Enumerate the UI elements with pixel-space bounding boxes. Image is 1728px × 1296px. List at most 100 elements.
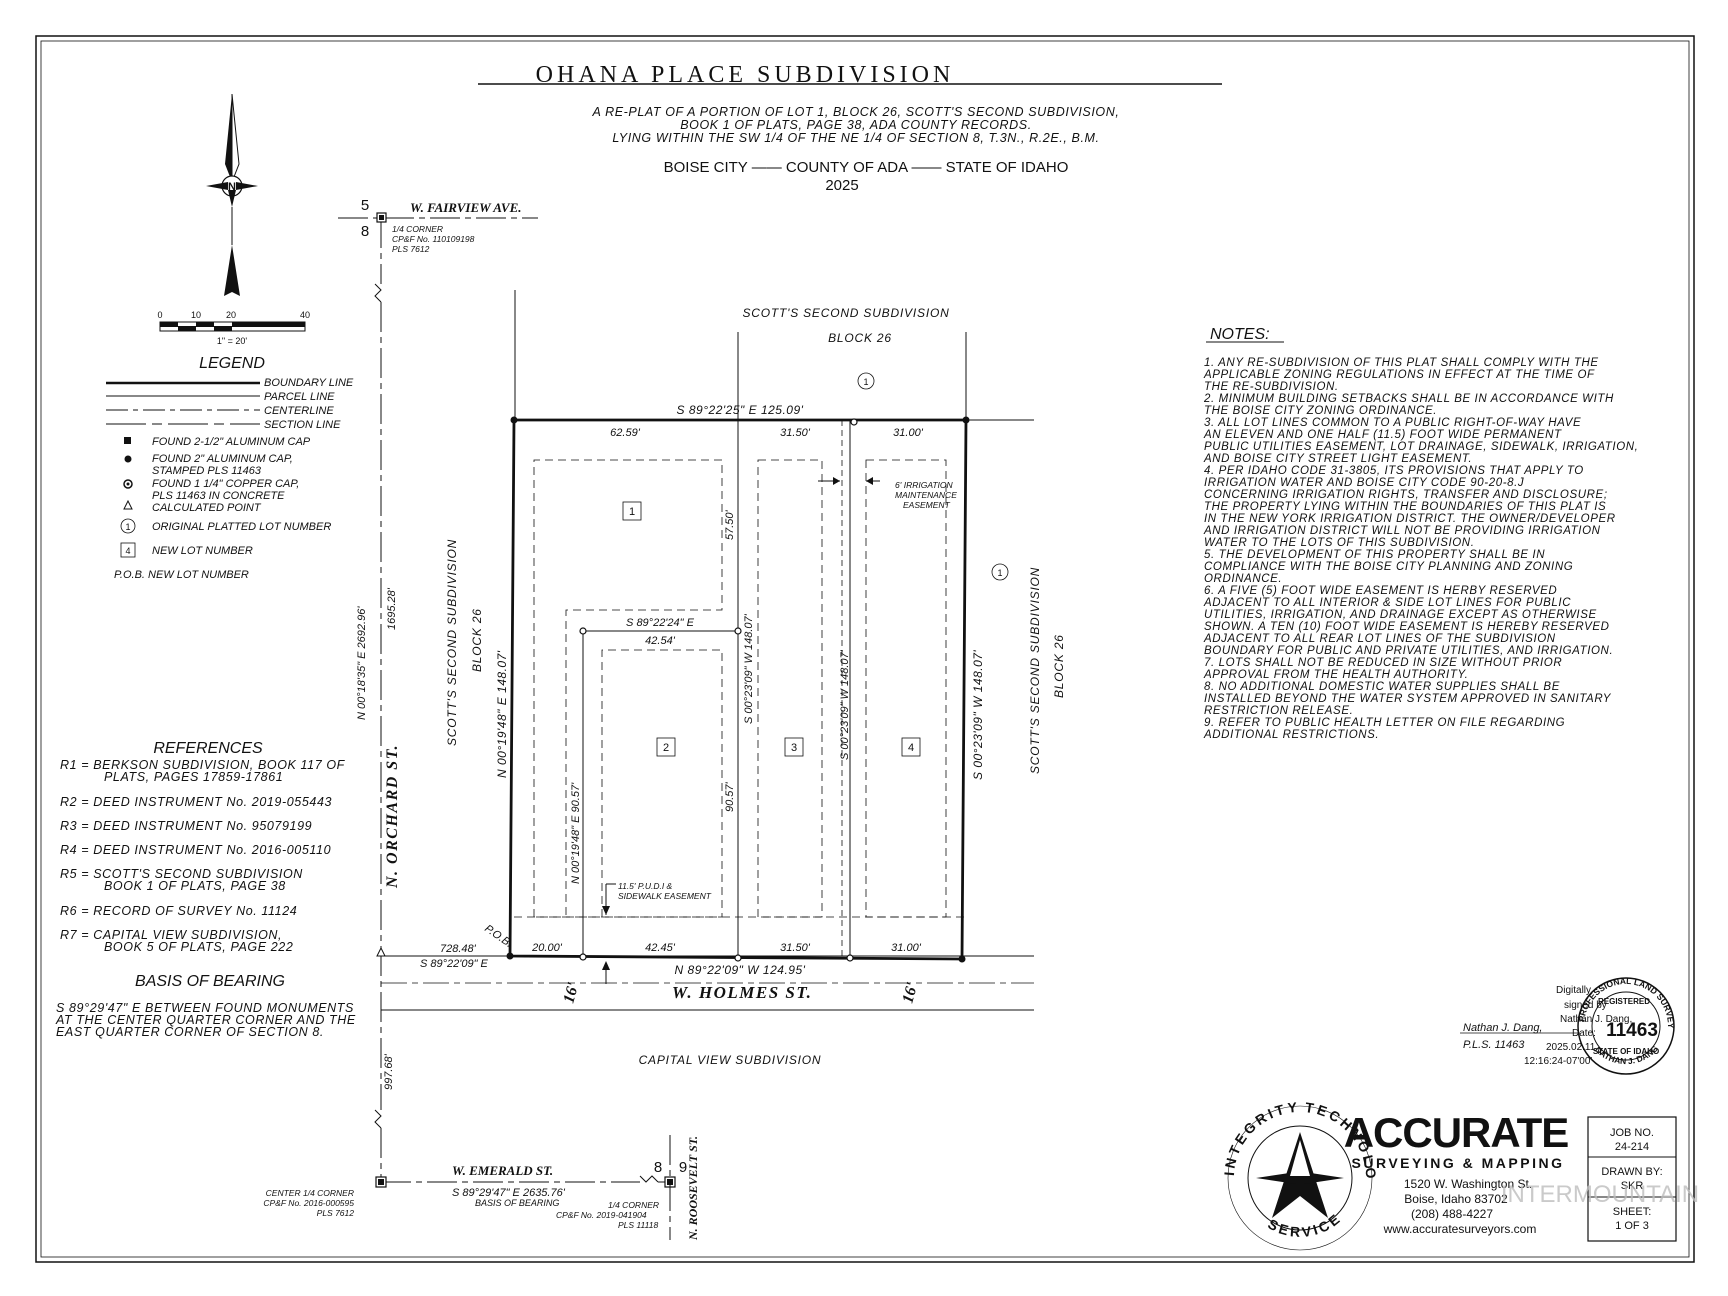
basis-of-bearing: BASIS OF BEARING S 89°29'47" E BETWEEN F… bbox=[55, 973, 356, 1039]
svg-text:P.L.S. 11463: P.L.S. 11463 bbox=[1463, 1039, 1525, 1051]
svg-text:1. ANY RE-SUBDIVISION OF THIS: 1. ANY RE-SUBDIVISION OF THIS PLAT SHALL… bbox=[1204, 357, 1599, 369]
top-seg-3: 31.00' bbox=[893, 427, 924, 439]
svg-text:IN THE NEW YORK IRRIGATION DIS: IN THE NEW YORK IRRIGATION DISTRICT. THE… bbox=[1204, 513, 1616, 525]
top-seg-2: 31.50' bbox=[780, 427, 811, 439]
title-block: JOB NO. 24-214 DRAWN BY: SKR SHEET: 1 OF… bbox=[1587, 1116, 1677, 1242]
neighbor-west: SCOTT'S SECOND SUBDIVISION bbox=[445, 539, 459, 746]
svg-text:R5 = SCOTT'S SECOND SUBDIVISIO: R5 = SCOTT'S SECOND SUBDIVISION bbox=[60, 867, 303, 881]
svg-text:1 OF 3: 1 OF 3 bbox=[1615, 1220, 1649, 1232]
svg-text:2: 2 bbox=[663, 742, 669, 754]
bottom-seg-3: 31.50' bbox=[780, 942, 811, 954]
section-8-se: 8 bbox=[654, 1159, 662, 1176]
svg-text:7. LOTS SHALL NOT BE REDUCED I: 7. LOTS SHALL NOT BE REDUCED IN SIZE WIT… bbox=[1204, 657, 1562, 669]
references: REFERENCES R1 = BERKSON SUBDIVISION, BOO… bbox=[60, 740, 345, 954]
inner-border bbox=[40, 40, 1690, 1258]
subtitle-line-3: LYING WITHIN THE SW 1/4 OF THE NE 1/4 OF… bbox=[612, 131, 1099, 145]
svg-text:THE PROPERTY LYING WITHIN THE: THE PROPERTY LYING WITHIN THE BOUNDARIES… bbox=[1204, 501, 1606, 513]
south-line-label: N 89°22'09" W 124.95' bbox=[675, 963, 806, 977]
calculated-point-icon bbox=[376, 946, 386, 957]
svg-text:AN ELEVEN AND ONE HALF (11.5): AN ELEVEN AND ONE HALF (11.5) FOOT WIDE … bbox=[1203, 429, 1562, 441]
svg-text:ADJACENT TO ALL REAR LOT LINES: ADJACENT TO ALL REAR LOT LINES OF THE SU… bbox=[1203, 633, 1556, 645]
svg-text:ADJACENT TO ALL INTERIOR & SID: ADJACENT TO ALL INTERIOR & SIDE LOT LINE… bbox=[1203, 597, 1571, 609]
svg-text:AND IRRIGATION DISTRICT WILL N: AND IRRIGATION DISTRICT WILL NOT BE PROV… bbox=[1203, 525, 1601, 537]
subtitle-line-1: A RE-PLAT OF A PORTION OF LOT 1, BLOCK 2… bbox=[592, 105, 1120, 119]
svg-text:11463: 11463 bbox=[1606, 1020, 1658, 1041]
svg-text:ORDINANCE.: ORDINANCE. bbox=[1204, 573, 1282, 585]
svg-text:8. NO ADDITIONAL DOMESTIC WATE: 8. NO ADDITIONAL DOMESTIC WATER SUPPLIES… bbox=[1204, 681, 1560, 693]
svg-text:20: 20 bbox=[226, 310, 236, 320]
svg-text:AND BOISE CITY STREET LIGHT EA: AND BOISE CITY STREET LIGHT EASEMENT. bbox=[1203, 453, 1472, 465]
svg-text:4: 4 bbox=[908, 742, 914, 754]
fairview-corner: 5 8 1/4 CORNER CP&F No. 110109198 PLS 76… bbox=[338, 197, 538, 254]
east-corner-line2: CP&F No. 2019-041904 bbox=[556, 1210, 647, 1220]
svg-text:10: 10 bbox=[191, 310, 201, 320]
new-lot-2: 2 bbox=[656, 737, 676, 757]
svg-text:FOUND 1 1/4" COPPER CAP,: FOUND 1 1/4" COPPER CAP, bbox=[152, 478, 299, 490]
svg-text:EASEMENT: EASEMENT bbox=[903, 500, 951, 510]
svg-text:BOOK 5 OF PLATS, PAGE 222: BOOK 5 OF PLATS, PAGE 222 bbox=[104, 940, 293, 954]
lot-lines bbox=[582, 420, 851, 958]
orchard-distance-2: 997.68' bbox=[383, 1053, 395, 1090]
orchard-section-line bbox=[374, 218, 382, 1185]
svg-text:2025.02.11: 2025.02.11 bbox=[1546, 1042, 1596, 1053]
legend: LEGEND BOUNDARY LINE PARCEL LINE CENTERL… bbox=[106, 355, 354, 581]
svg-text:BOUNDARY FOR PUBLIC AND PRIVAT: BOUNDARY FOR PUBLIC AND PRIVATE UTILITIE… bbox=[1204, 645, 1613, 657]
neighbor-east-block: BLOCK 26 bbox=[1052, 634, 1066, 698]
svg-text:REGISTERED: REGISTERED bbox=[1598, 997, 1650, 1006]
neighbor-east: SCOTT'S SECOND SUBDIVISION bbox=[1028, 567, 1042, 774]
svg-text:STATE OF IDAHO: STATE OF IDAHO bbox=[1593, 1047, 1659, 1056]
center-corner-line3: PLS 7612 bbox=[317, 1208, 355, 1218]
new-lot-1: 1 bbox=[622, 501, 642, 521]
svg-text:RESTRICTION RELEASE.: RESTRICTION RELEASE. bbox=[1204, 705, 1353, 717]
svg-text:4. PER IDAHO CODE 31-3805, ITS: 4. PER IDAHO CODE 31-3805, ITS PROVISION… bbox=[1204, 465, 1584, 477]
svg-text:ORIGINAL PLATTED LOT NUMBER: ORIGINAL PLATTED LOT NUMBER bbox=[152, 521, 331, 533]
neighbor-lot-lines bbox=[514, 290, 1034, 957]
svg-text:CP&F No. 110109198: CP&F No. 110109198 bbox=[392, 234, 475, 244]
new-lot-3: 3 bbox=[784, 737, 804, 757]
west-line-label: N 00°19'48" E 148.07' bbox=[495, 650, 509, 778]
svg-text:IRRIGATION WATER AND BOISE CIT: IRRIGATION WATER AND BOISE CITY CODE 90-… bbox=[1204, 477, 1524, 489]
street-fairview: W. FAIRVIEW AVE. bbox=[410, 200, 522, 215]
svg-text:NOTES:: NOTES: bbox=[1210, 326, 1270, 343]
svg-text:SHEET:: SHEET: bbox=[1613, 1206, 1652, 1218]
svg-text:11.5' P.U.D.I &: 11.5' P.U.D.I & bbox=[618, 881, 673, 891]
svg-text:ADDITIONAL RESTRICTIONS.: ADDITIONAL RESTRICTIONS. bbox=[1203, 729, 1379, 741]
original-lot-number: 1 bbox=[863, 377, 868, 387]
watermark: INTERMOUNTAIN bbox=[1501, 1181, 1699, 1208]
svg-text:12:16:24-07'00': 12:16:24-07'00' bbox=[1524, 1056, 1592, 1067]
emerald-bearing: S 89°29'47" E 2635.76' bbox=[452, 1187, 566, 1199]
center-corner-line1: CENTER 1/4 CORNER bbox=[266, 1188, 354, 1198]
svg-text:P.O.B. NEW LOT NUMBER: P.O.B. NEW LOT NUMBER bbox=[114, 569, 249, 581]
svg-text:5: 5 bbox=[361, 197, 369, 214]
company-name: ACCURATE bbox=[1344, 1109, 1569, 1156]
svg-text:LEGEND: LEGEND bbox=[199, 355, 265, 372]
svg-text:FOUND 2-1/2" ALUMINUM CAP: FOUND 2-1/2" ALUMINUM CAP bbox=[152, 436, 311, 448]
street-roosevelt: N. ROOSEVELT ST. bbox=[686, 1136, 700, 1241]
original-lot-circle-east bbox=[991, 563, 1009, 581]
bottom-seg-1: 20.00' bbox=[531, 942, 563, 954]
svg-text:PLS 11463 IN CONCRETE: PLS 11463 IN CONCRETE bbox=[152, 490, 285, 502]
svg-text:S 89°29'47" E BETWEEN FOUND MO: S 89°29'47" E BETWEEN FOUND MONUMENTS bbox=[56, 1001, 354, 1015]
svg-text:SECTION LINE: SECTION LINE bbox=[264, 419, 341, 431]
svg-text:PARCEL LINE: PARCEL LINE bbox=[264, 391, 335, 403]
svg-text:3: 3 bbox=[791, 742, 797, 754]
svg-text:R6 = RECORD OF SURVEY No. 1112: R6 = RECORD OF SURVEY No. 11124 bbox=[60, 904, 297, 918]
svg-text:SHOWN. A TEN (10) FOOT WIDE EA: SHOWN. A TEN (10) FOOT WIDE EASEMENT IS … bbox=[1204, 621, 1610, 633]
svg-text:6' IRRIGATION: 6' IRRIGATION bbox=[895, 480, 954, 490]
svg-text:REFERENCES: REFERENCES bbox=[153, 740, 263, 757]
svg-text:9. REFER TO PUBLIC HEALTH LETT: 9. REFER TO PUBLIC HEALTH LETTER ON FILE… bbox=[1204, 717, 1565, 729]
outer-border bbox=[35, 35, 1695, 1263]
svg-text:Nathan J. Dang,: Nathan J. Dang, bbox=[1560, 1014, 1632, 1025]
svg-text:INSTALLED BEYOND THE WATER SYS: INSTALLED BEYOND THE WATER SYSTEM APPROV… bbox=[1204, 693, 1612, 705]
pob-distance: 728.48' bbox=[440, 943, 477, 955]
svg-text:AT THE CENTER QUARTER CORNER A: AT THE CENTER QUARTER CORNER AND THE bbox=[55, 1013, 356, 1027]
lot2-west-bearing: N 00°19'48" E 90.57' bbox=[570, 782, 582, 884]
svg-text:1" = 20': 1" = 20' bbox=[217, 336, 247, 346]
section-9-se: 9 bbox=[679, 1159, 687, 1176]
svg-text:4: 4 bbox=[125, 546, 130, 556]
svg-text:APPLICABLE ZONING REGULATIONS: APPLICABLE ZONING REGULATIONS IN EFFECT … bbox=[1203, 369, 1595, 381]
svg-text:3. ALL LOT LINES COMMON TO A P: 3. ALL LOT LINES COMMON TO A PUBLIC RIGH… bbox=[1204, 417, 1581, 429]
lot2-depth: 90.57' bbox=[724, 781, 736, 812]
company-phone: (208) 488-4227 bbox=[1411, 1207, 1493, 1221]
notes: NOTES: 1. ANY RE-SUBDIVISION OF THIS PLA… bbox=[1203, 326, 1638, 741]
